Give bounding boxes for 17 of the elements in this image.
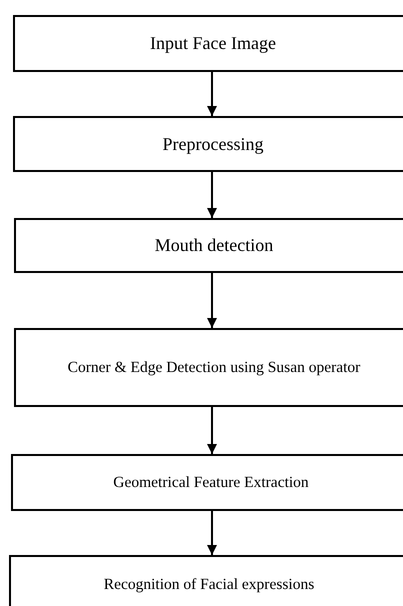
step-label: Geometrical Feature Extraction [113, 472, 309, 493]
step-label: Input Face Image [150, 32, 276, 55]
step-label: Mouth detection [154, 234, 274, 257]
arrow [207, 273, 217, 328]
step-label: Preprocessing [162, 132, 264, 156]
process-box [11, 454, 403, 511]
arrow [207, 172, 217, 218]
arrow [207, 72, 217, 116]
process-box [14, 218, 403, 273]
process-box [13, 15, 403, 72]
arrow [207, 511, 217, 555]
arrow [207, 407, 217, 454]
process-box [9, 555, 403, 606]
step-label: Recognition of Facial expressions [104, 575, 314, 596]
step-label: Corner & Edge Detection using Susan operator [68, 358, 360, 378]
process-box [13, 116, 403, 172]
process-box [14, 328, 403, 407]
